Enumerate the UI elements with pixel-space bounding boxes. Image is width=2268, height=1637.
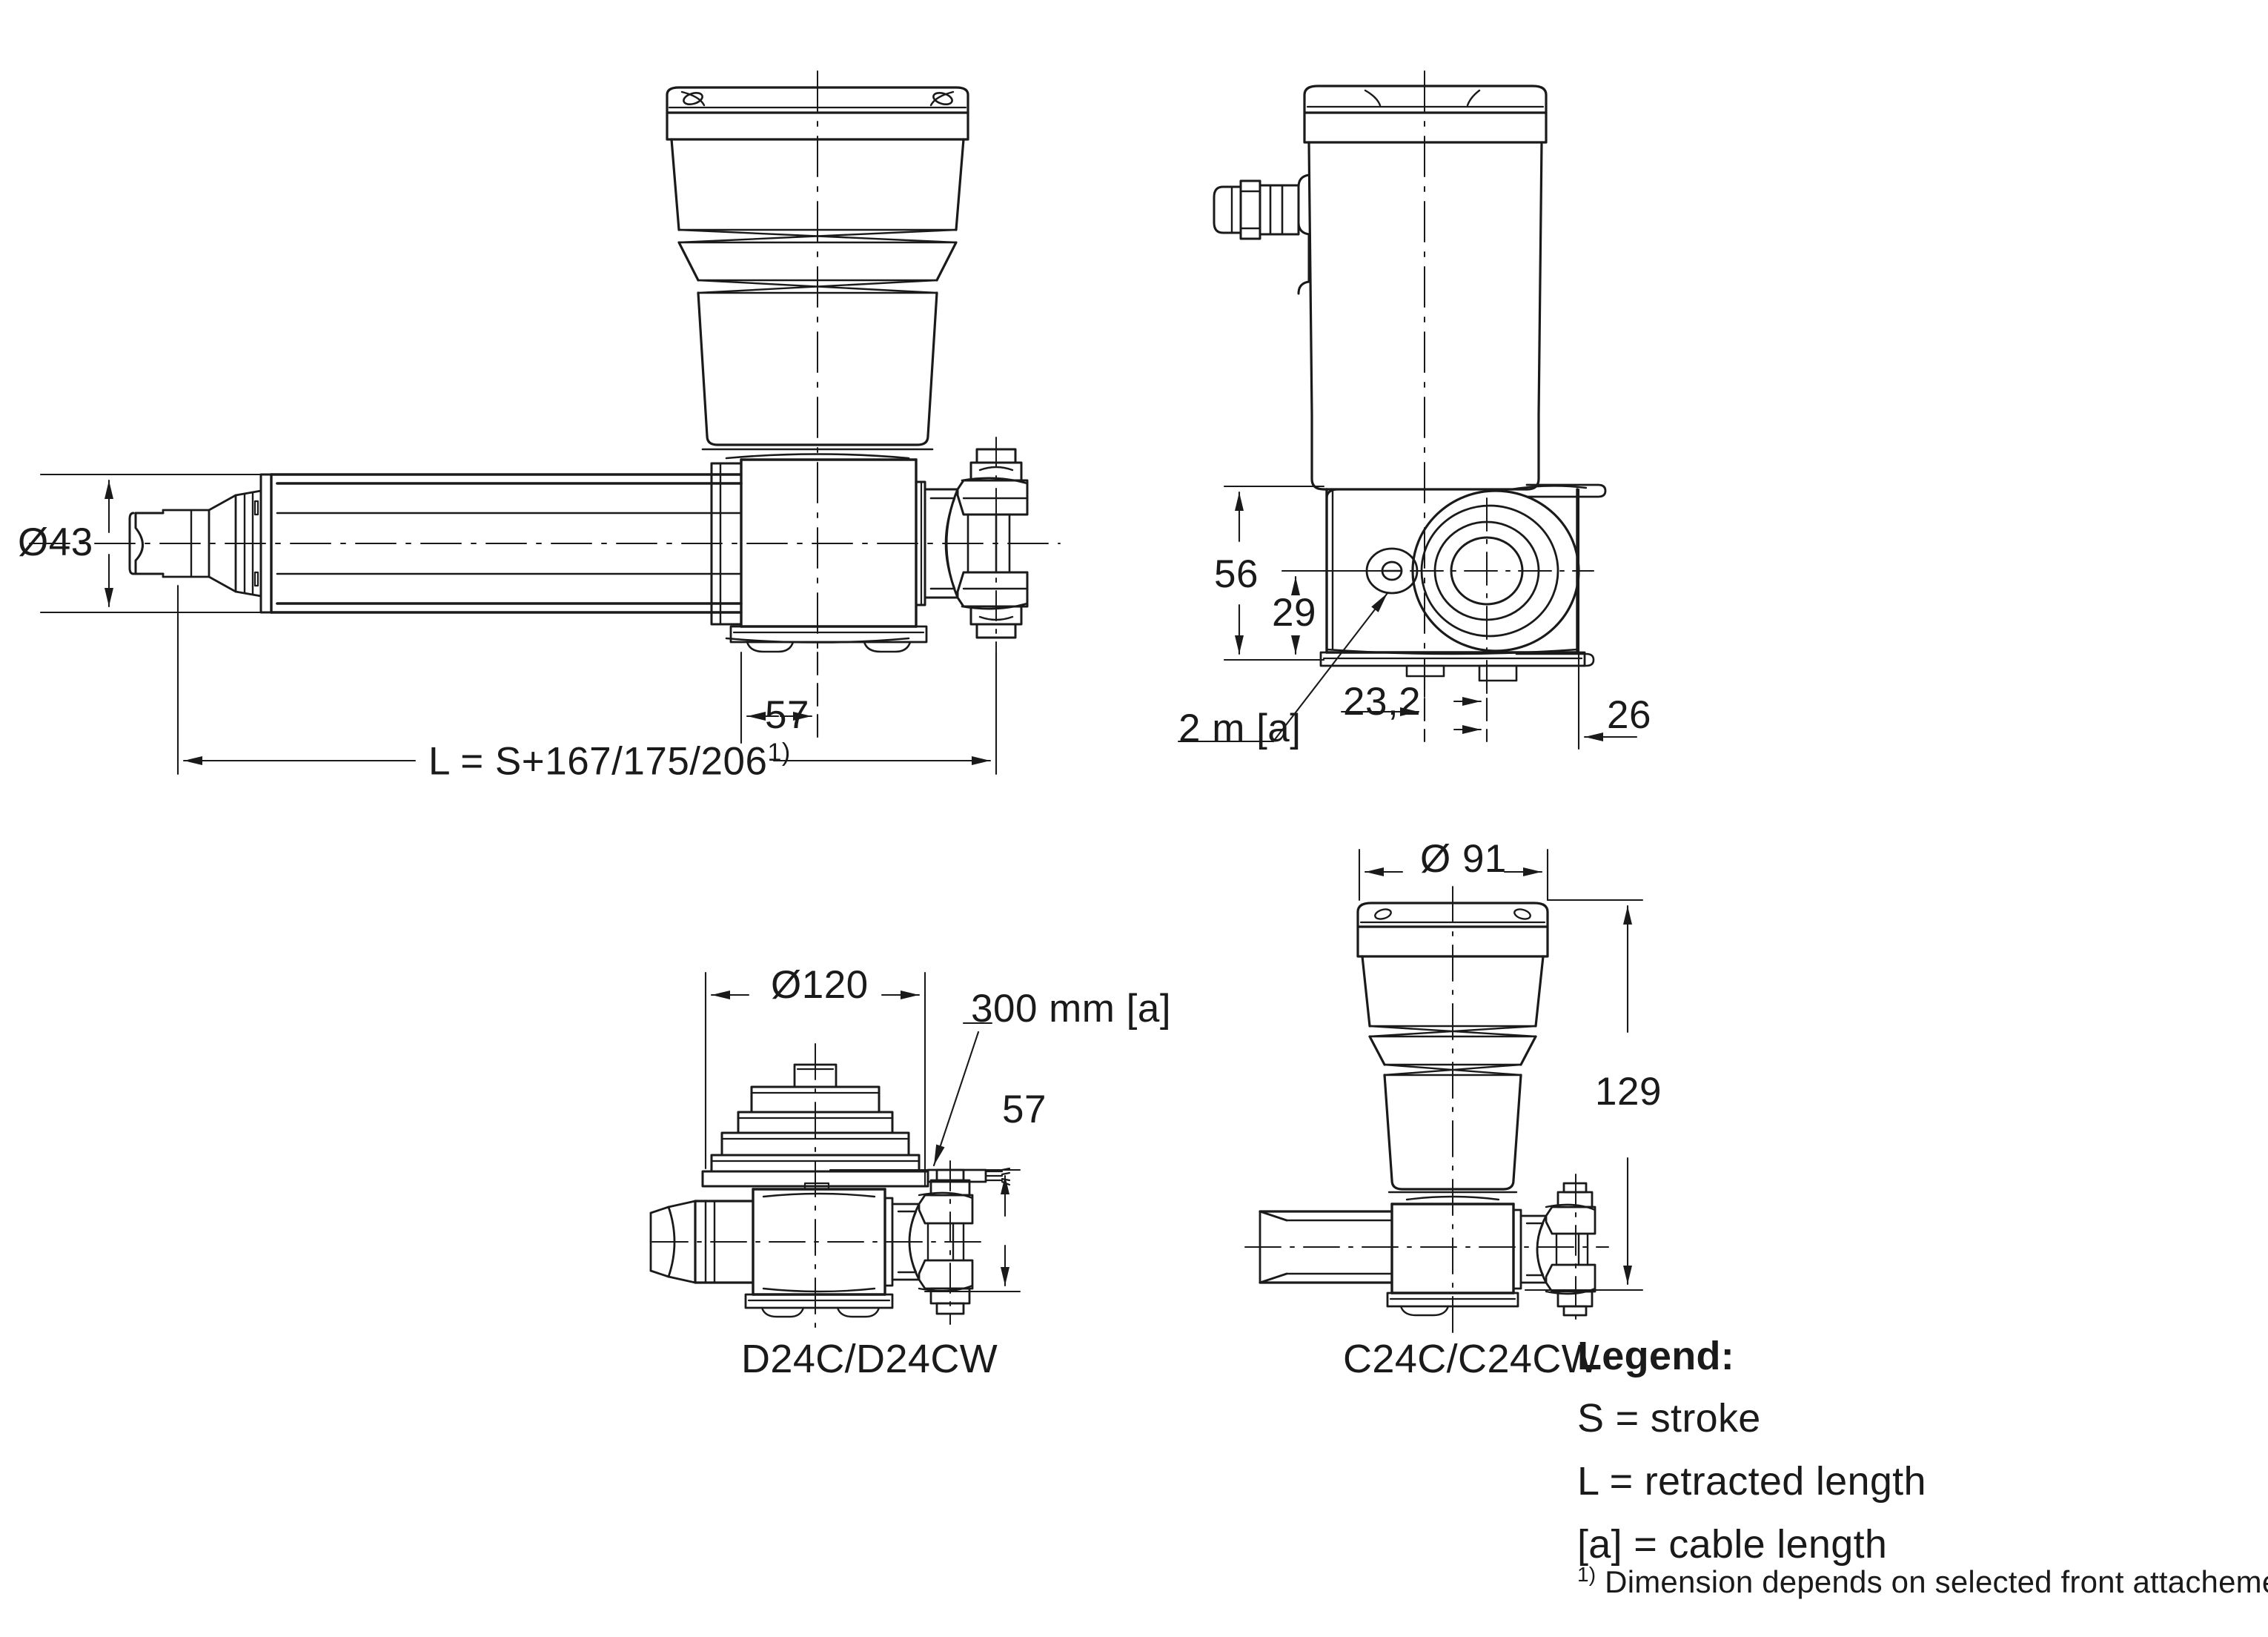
legend-entry-stroke: S = stroke <box>1577 1396 1761 1441</box>
dim-label-length: L = S+167/175/2061) <box>428 740 791 781</box>
footnote: 1) Dimension depends on selected front a… <box>1577 1563 2268 1600</box>
view-right-side-geometry <box>1213 70 1607 712</box>
view-label-d24c: D24C/D24CW <box>741 1337 998 1381</box>
view-main-side-geometry <box>29 70 1061 668</box>
dim-label-26: 26 <box>1607 693 1651 737</box>
dim-label-dia43: Ø43 <box>18 520 93 564</box>
dim-label-29: 29 <box>1272 591 1316 635</box>
footnote-marker: 1) <box>1577 1563 1596 1586</box>
dim-dia91 <box>1358 848 1549 902</box>
legend-entry-retracted-length: L = retracted length <box>1577 1459 1926 1504</box>
dim-57 <box>740 651 819 744</box>
dim-label-57-vertical: 57 <box>1002 1088 1047 1131</box>
dim-26 <box>1453 488 1638 750</box>
dim-57-vertical <box>829 1168 1021 1293</box>
dim-label-129: 129 <box>1595 1070 1662 1114</box>
legend-title: Legend: <box>1577 1334 1735 1378</box>
leader-cable-300mm <box>932 1022 993 1167</box>
dim-label-cable-300mm: 300 mm [a] <box>971 987 1172 1031</box>
dim-label-56: 56 <box>1214 552 1259 596</box>
dim-label-length-footnote: 1) <box>767 738 791 767</box>
dim-129 <box>1524 899 1644 1292</box>
dim-label-length-text: L = S+167/175/206 <box>428 739 768 784</box>
legend-entry-cable-length: [a] = cable length <box>1577 1522 1888 1567</box>
view-label-c24c: C24C/C24CW <box>1343 1337 1600 1381</box>
dim-label-232: 23,2 <box>1343 680 1422 724</box>
dim-label-cable-2m: 2 m [a] <box>1178 707 1302 750</box>
leader-cable-2m <box>1177 592 1389 743</box>
dim-label-dia120: Ø120 <box>771 963 869 1007</box>
footnote-text: Dimension depends on selected front atta… <box>1605 1564 2268 1599</box>
dim-dia43 <box>39 473 276 614</box>
dim-29 <box>1281 569 1377 661</box>
dim-length-L <box>176 584 998 775</box>
view-c24c-geometry <box>1244 886 1609 1335</box>
view-d24c-geometry <box>649 1043 1011 1335</box>
dim-232 <box>1340 666 1426 743</box>
dim-dia120 <box>704 971 926 1188</box>
dim-label-dia91: Ø 91 <box>1420 837 1507 881</box>
dim-label-57: 57 <box>765 693 809 737</box>
legend: Legend: S = stroke L = retracted length … <box>1577 1333 2244 1584</box>
